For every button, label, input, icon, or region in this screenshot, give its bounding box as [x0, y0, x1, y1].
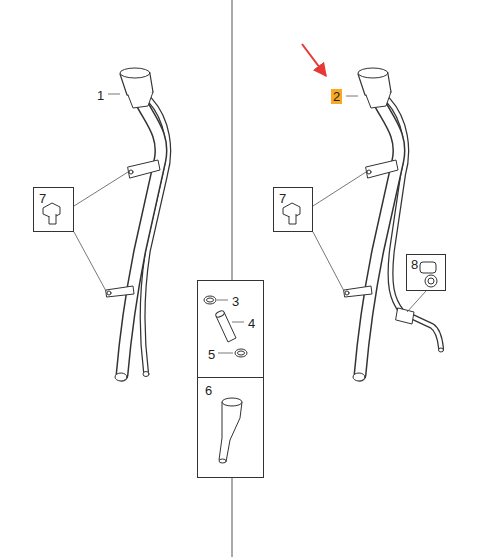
callout-number: 2 — [331, 89, 342, 104]
callout-number: 4 — [248, 317, 255, 330]
part-box: 7 — [273, 187, 313, 232]
callout-number: 8 — [411, 258, 418, 271]
callout-number: 1 — [95, 88, 106, 103]
leader-line — [74, 172, 128, 206]
divider-line — [232, 0, 233, 280]
filler-pipe — [106, 68, 168, 381]
callout-number: 6 — [205, 384, 212, 397]
bolt-icon — [43, 203, 300, 224]
filler-neck-icon — [219, 398, 242, 463]
leader-line — [74, 232, 106, 291]
leader-line — [346, 96, 358, 97]
leader-line — [407, 291, 426, 312]
filler-pipe — [344, 68, 444, 381]
divider-line — [232, 478, 233, 557]
part-kit-box: 34 5 — [197, 280, 264, 378]
part-box: 7 — [33, 187, 74, 232]
part-box: 6 — [197, 377, 264, 478]
leader-line — [108, 94, 120, 95]
leader-line — [313, 232, 344, 291]
callout-number: 7 — [279, 192, 286, 205]
part-box: 8 — [406, 254, 446, 291]
clip-icon — [420, 262, 437, 287]
hose-icon — [215, 310, 236, 342]
callout-number: 7 — [39, 192, 46, 205]
leader-line — [313, 172, 366, 206]
callout-number: 5 — [208, 348, 215, 361]
pointer-arrow — [302, 44, 326, 76]
callout-number: 3 — [232, 295, 239, 308]
